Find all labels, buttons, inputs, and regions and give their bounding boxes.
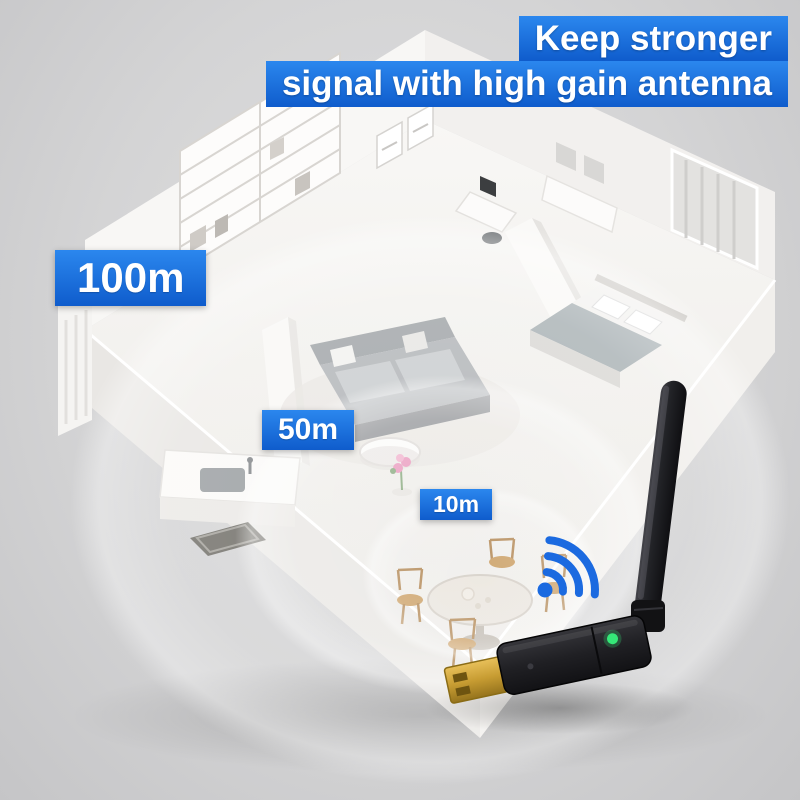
range-label-50m: 50m — [262, 410, 355, 450]
usb-bluetooth-adapter — [425, 380, 695, 734]
bedroom-window — [670, 147, 759, 271]
headline-line-2: signal with high gain antenna — [265, 61, 788, 107]
hinge-ring — [633, 607, 664, 611]
range-label-10m: 10m — [420, 489, 493, 520]
bathroom-vanity — [541, 142, 618, 234]
antenna — [635, 380, 687, 615]
balcony-railing — [58, 290, 92, 436]
wall-posters — [376, 102, 434, 170]
wifi-signal-icon — [537, 536, 599, 599]
led-indicator — [606, 633, 618, 645]
headline-banner: Keep stronger signal with high gain ante… — [265, 16, 788, 107]
bookshelf — [179, 51, 341, 273]
headline-line-1: Keep stronger — [518, 16, 788, 62]
range-label-100m: 100m — [55, 250, 207, 306]
adapter-body — [496, 615, 652, 695]
signal-circle-10m — [362, 487, 598, 663]
